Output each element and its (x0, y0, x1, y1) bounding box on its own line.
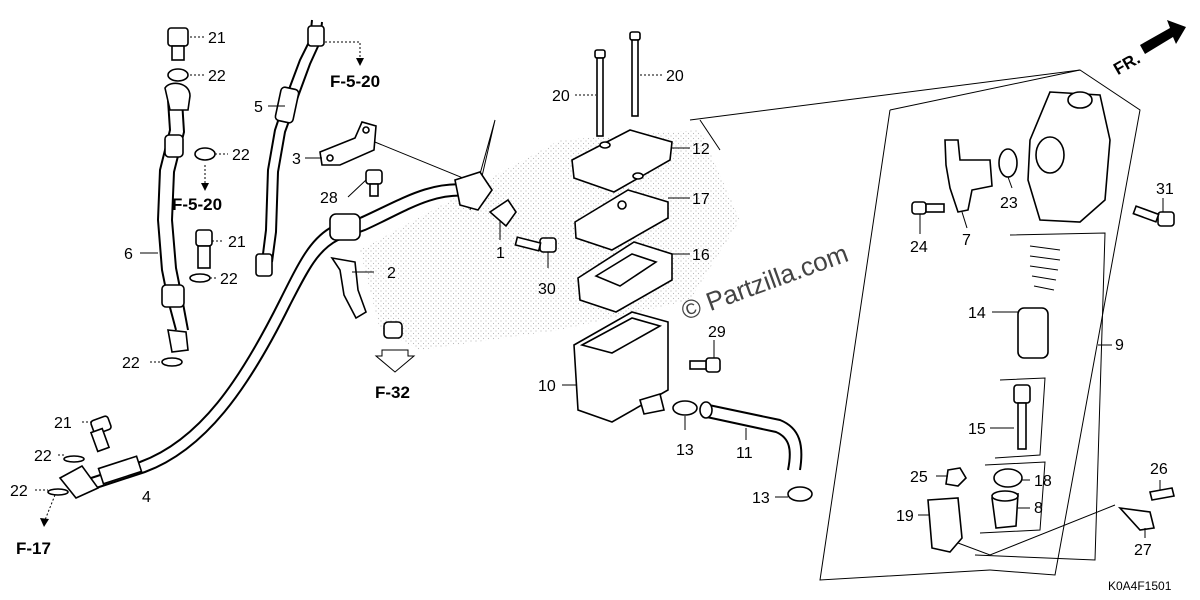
callout-12: 12 (692, 141, 710, 158)
callout-22a: 22 (208, 68, 226, 85)
callout-11: 11 (736, 445, 753, 462)
diaphragm-16 (577, 241, 673, 313)
boot-18 (993, 468, 1023, 488)
leader-lines (35, 36, 1164, 538)
callout-6: 6 (124, 246, 133, 263)
callout-15: 15 (968, 421, 986, 438)
washer-22-a (167, 68, 189, 82)
callout-13a: 13 (676, 442, 694, 459)
callout-22c: 22 (220, 271, 238, 288)
washer-22-b (194, 147, 216, 161)
front-arrow (1140, 20, 1186, 54)
callout-3: 3 (292, 151, 301, 168)
brake-hose-4 (58, 171, 493, 499)
callout-21c: 21 (54, 415, 72, 432)
bolt-20-b (629, 31, 641, 117)
reservoir-10 (573, 311, 669, 423)
ref-arrow-f32 (374, 349, 416, 373)
callout-18: 18 (1034, 473, 1052, 490)
pin-26 (1149, 487, 1175, 501)
ref-label-f17: F-17 (16, 539, 51, 558)
callout-10: 10 (538, 378, 556, 395)
bolt-21-top (167, 27, 189, 61)
callout-13b: 13 (752, 490, 770, 507)
washer-22-f (47, 488, 69, 496)
hose-11 (699, 401, 803, 471)
callout-7: 7 (962, 232, 971, 249)
cylinder-body (1027, 91, 1111, 223)
callout-labels: 1 2 3 4 5 6 7 8 9 10 11 12 13 13 14 15 1… (10, 30, 1174, 559)
bolt-21-mid (195, 229, 213, 269)
cap-12 (571, 129, 673, 193)
callout-21a: 21 (208, 30, 226, 47)
clamp-13-b (787, 486, 813, 502)
bolt-30 (514, 236, 557, 253)
grommet-f32 (383, 321, 403, 339)
callout-19: 19 (896, 508, 914, 525)
callout-22f: 22 (10, 483, 28, 500)
callout-9: 9 (1115, 337, 1124, 354)
callout-16: 16 (692, 247, 710, 264)
assembly-frame (369, 69, 1141, 581)
clamp-2 (330, 256, 367, 320)
bolt-31 (1132, 205, 1175, 227)
ref-arrow-f17 (40, 494, 56, 527)
screw-24 (911, 201, 945, 215)
pushrod-15 (1013, 384, 1031, 450)
ref-label-f32: F-32 (375, 383, 410, 402)
callout-17: 17 (692, 191, 710, 208)
callout-8: 8 (1034, 500, 1043, 517)
callout-22d: 22 (122, 355, 140, 372)
callout-24: 24 (910, 239, 928, 256)
front-marker-label: FR. (1110, 49, 1143, 79)
washer-22-c (189, 273, 211, 283)
callout-26: 26 (1150, 461, 1168, 478)
joint-7 (944, 139, 993, 213)
ref-label-f520-left: F-5-20 (172, 195, 222, 214)
callout-2: 2 (387, 265, 396, 282)
nut-25 (945, 467, 968, 487)
bolt-20-a (594, 49, 606, 137)
clamp-13-a (672, 400, 698, 416)
ref-arrow-f520-left (201, 165, 209, 191)
callout-4: 4 (142, 489, 151, 506)
callout-23: 23 (1000, 195, 1018, 212)
callout-20a: 20 (552, 88, 570, 105)
callout-1: 1 (496, 245, 505, 262)
diagram-code: K0A4F1501 (1108, 579, 1172, 593)
clip-1 (488, 198, 517, 228)
callout-30: 30 (538, 281, 556, 298)
pin-27 (1117, 506, 1155, 531)
callout-28: 28 (320, 190, 338, 207)
callout-22b: 22 (232, 147, 250, 164)
callout-25: 25 (910, 469, 928, 486)
brake-pipe-5 (255, 19, 325, 277)
bracket-3 (319, 121, 377, 166)
spring-14 (1017, 245, 1061, 359)
boot-8 (991, 490, 1019, 529)
callout-5: 5 (254, 99, 263, 116)
washer-22-d (161, 357, 183, 367)
ref-label-f520-top: F-5-20 (330, 72, 380, 91)
plate-17 (574, 189, 669, 251)
callout-31: 31 (1156, 181, 1174, 198)
oring-23 (998, 148, 1018, 178)
callout-27: 27 (1134, 542, 1152, 559)
joint-19 (927, 497, 963, 553)
bolt-29 (689, 357, 721, 373)
callout-22e: 22 (34, 448, 52, 465)
callout-20b: 20 (666, 68, 684, 85)
washer-22-e (63, 455, 85, 463)
callout-14: 14 (968, 305, 986, 322)
callout-21b: 21 (228, 234, 246, 251)
bolt-21-low (89, 415, 112, 453)
ref-arrow-f520-top (325, 41, 364, 66)
bolt-28 (365, 169, 383, 197)
callout-29: 29 (708, 324, 726, 341)
brake-hose-6 (156, 82, 191, 353)
